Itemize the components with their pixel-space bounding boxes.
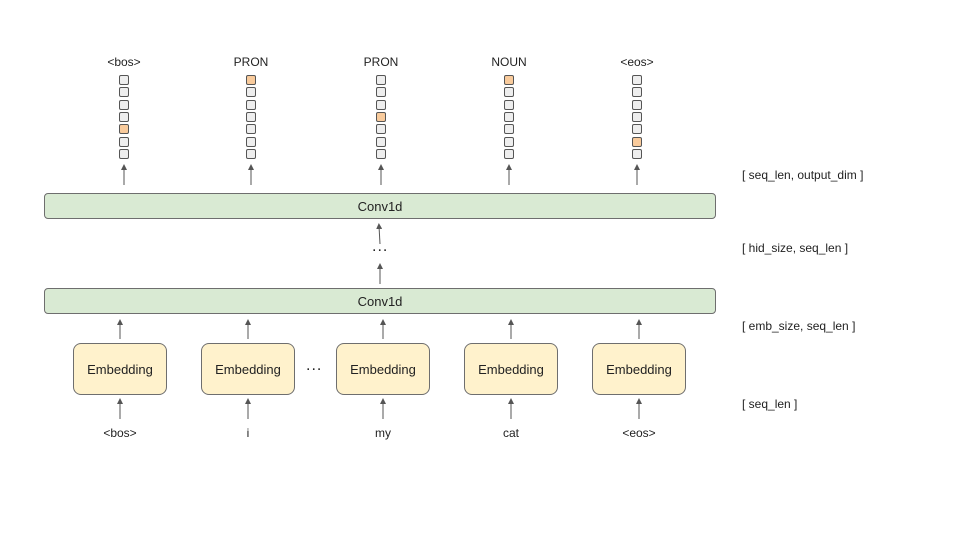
output-cell [376, 124, 386, 135]
embedding-box-2: Embedding [336, 343, 430, 395]
output-cell [246, 124, 256, 135]
conv1d-bottom: Conv1d [44, 288, 716, 314]
embedding-label: Embedding [87, 361, 153, 377]
output-cell [119, 87, 129, 98]
output-cell [632, 75, 642, 85]
output-label-4: <eos> [620, 55, 654, 69]
embedding-label: Embedding [215, 361, 281, 377]
output-label-3: NOUN [491, 55, 527, 69]
output-cell-active [376, 111, 386, 122]
output-cell [246, 148, 256, 159]
output-cell-active [246, 75, 256, 85]
output-cell [246, 111, 256, 122]
output-cell [376, 148, 386, 159]
dim-output: [ seq_len, output_dim ] [742, 168, 864, 182]
output-cell [504, 136, 514, 147]
output-cell [504, 111, 514, 122]
hidden-ellipsis: ... [372, 238, 389, 255]
input-token-4: <eos> [622, 426, 656, 440]
output-cell-active [119, 124, 129, 135]
output-cell [504, 124, 514, 135]
output-cell-active [632, 136, 642, 147]
output-cell [632, 87, 642, 98]
output-cell [632, 124, 642, 135]
output-cell [504, 148, 514, 159]
embedding-box-1: Embedding [201, 343, 295, 395]
output-cell [632, 99, 642, 110]
output-cell [376, 136, 386, 147]
output-cell [376, 99, 386, 110]
output-cell-active [504, 75, 514, 85]
dim-embed: [ emb_size, seq_len ] [742, 319, 856, 333]
flow-arrow [376, 223, 383, 245]
embedding-ellipsis: ... [306, 357, 323, 374]
input-token-2: my [375, 426, 391, 440]
input-token-1: i [246, 426, 250, 440]
output-cell [246, 99, 256, 110]
output-cell [376, 75, 386, 85]
output-cell [632, 111, 642, 122]
embedding-label: Embedding [478, 361, 544, 377]
output-cell [246, 87, 256, 98]
output-cell [119, 111, 129, 122]
output-cell [246, 136, 256, 147]
output-cell [376, 87, 386, 98]
output-cell [119, 75, 129, 85]
input-token-0: <bos> [103, 426, 137, 440]
conv1d-top: Conv1d [44, 193, 716, 219]
conv1d-top-label: Conv1d [357, 198, 403, 214]
dim-hidden: [ hid_size, seq_len ] [742, 241, 849, 255]
output-cell [632, 148, 642, 159]
output-label-1: PRON [233, 55, 269, 69]
embedding-label: Embedding [350, 361, 416, 377]
input-token-3: cat [502, 426, 519, 440]
embedding-box-0: Embedding [73, 343, 167, 395]
output-label-2: PRON [363, 55, 399, 69]
embedding-label: Embedding [606, 361, 672, 377]
embedding-box-4: Embedding [592, 343, 686, 395]
output-cell [119, 99, 129, 110]
dim-input: [ seq_len ] [742, 397, 798, 411]
output-cell [504, 99, 514, 110]
conv1d-bottom-label: Conv1d [357, 293, 403, 309]
embedding-box-3: Embedding [464, 343, 558, 395]
output-cell [504, 87, 514, 98]
output-cell [119, 136, 129, 147]
output-label-0: <bos> [107, 55, 141, 69]
output-cell [119, 148, 129, 159]
